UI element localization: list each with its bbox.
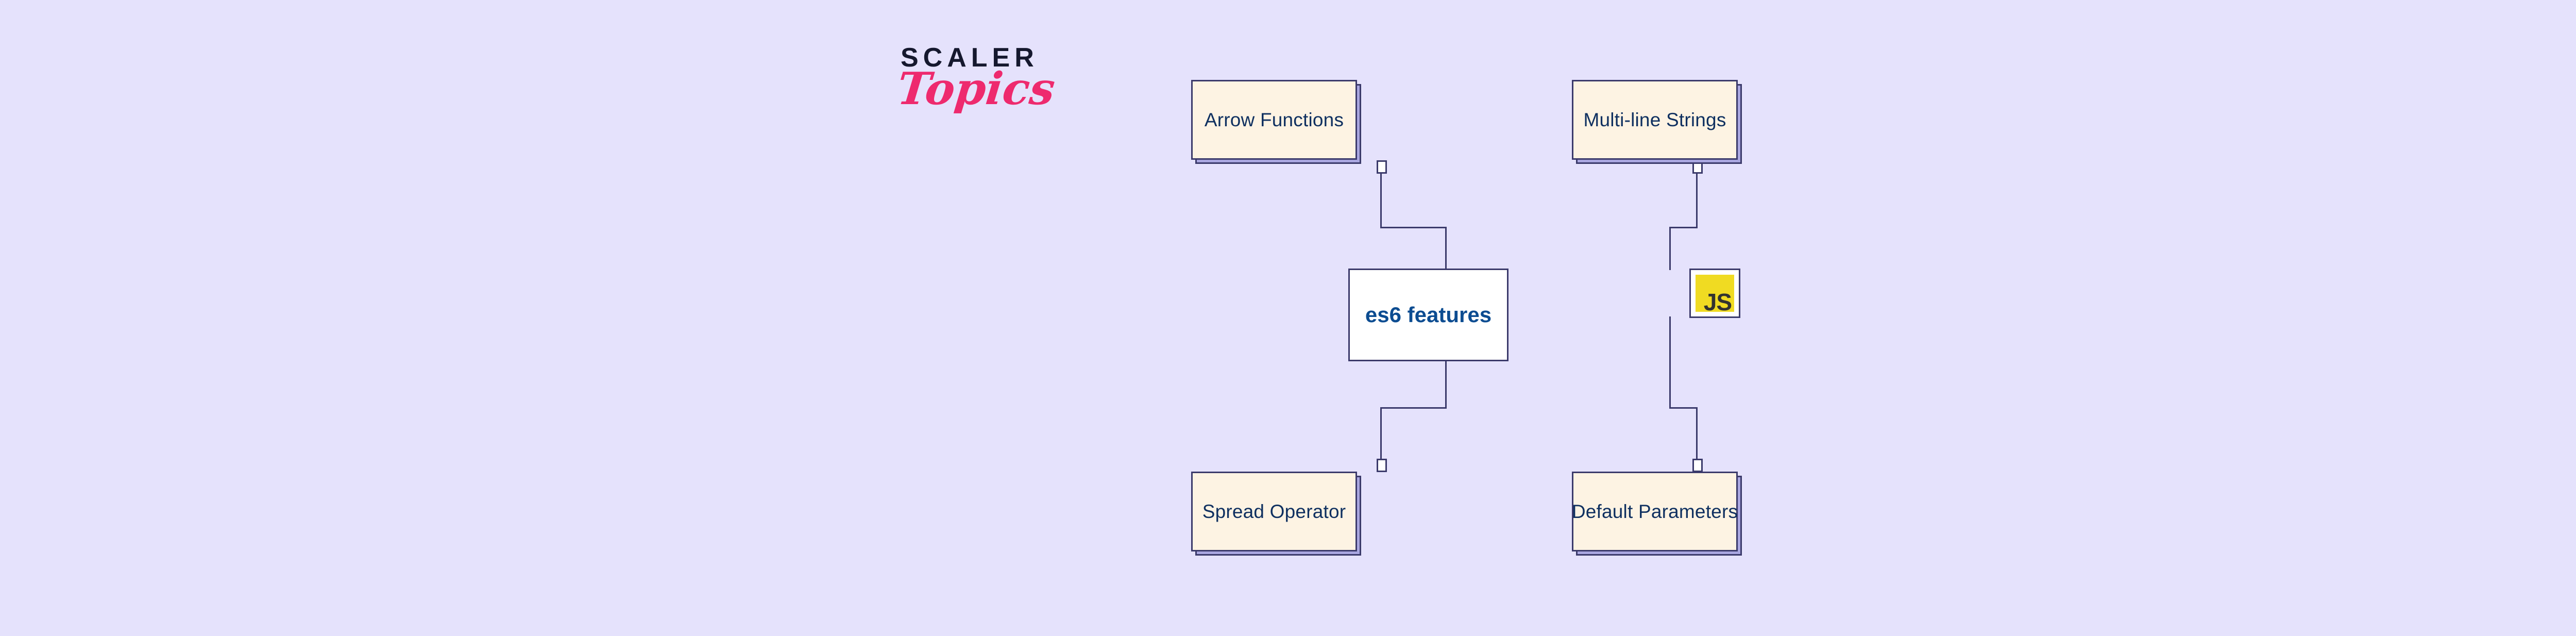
connector-arrow-functions-h bbox=[1380, 227, 1447, 228]
connector-default-parameters-v1 bbox=[1669, 316, 1671, 407]
connector-default-parameters-h bbox=[1669, 407, 1698, 409]
node-face: Arrow Functions bbox=[1191, 80, 1357, 160]
connector-stub-arrow-functions bbox=[1377, 160, 1387, 174]
node-face: Spread Operator bbox=[1191, 472, 1357, 551]
javascript-logo-label: JS bbox=[1703, 289, 1732, 315]
scaler-topics-logo: SCALER Topics bbox=[895, 40, 1058, 130]
node-label: Spread Operator bbox=[1202, 500, 1346, 522]
node-label: Multi-line Strings bbox=[1583, 109, 1726, 130]
node-multi-line-strings[interactable]: Multi-line Strings bbox=[1572, 80, 1742, 164]
node-label: Arrow Functions bbox=[1204, 109, 1344, 130]
node-face: Multi-line Strings bbox=[1572, 80, 1738, 160]
node-face: JS bbox=[1689, 269, 1740, 318]
connector-spread-operator-v1 bbox=[1445, 360, 1447, 407]
logo-wordmark-topics: Topics bbox=[894, 63, 1058, 115]
javascript-icon: JS bbox=[1696, 275, 1734, 315]
connector-arrow-functions-v1 bbox=[1380, 173, 1382, 227]
connector-multi-line-strings-v2 bbox=[1669, 227, 1671, 270]
logo-wordmark-scaler: SCALER bbox=[901, 43, 1039, 73]
node-face: Default Parameters bbox=[1572, 472, 1738, 551]
javascript-logo-badge[interactable]: JS bbox=[1689, 269, 1740, 318]
connector-multi-line-strings-v1 bbox=[1696, 173, 1698, 227]
connector-stub-spread-operator bbox=[1377, 459, 1387, 472]
connector-stub-default-parameters bbox=[1692, 459, 1703, 472]
node-spread-operator[interactable]: Spread Operator bbox=[1191, 472, 1361, 556]
node-es6-features[interactable]: es6 features bbox=[1348, 269, 1509, 361]
node-default-parameters[interactable]: Default Parameters bbox=[1572, 472, 1742, 556]
node-arrow-functions[interactable]: Arrow Functions bbox=[1191, 80, 1361, 164]
connector-default-parameters-v2 bbox=[1696, 407, 1698, 460]
node-label: Default Parameters bbox=[1571, 500, 1738, 522]
connector-multi-line-strings-h bbox=[1669, 227, 1698, 228]
connector-spread-operator-v2 bbox=[1380, 407, 1382, 460]
connector-spread-operator-h bbox=[1380, 407, 1447, 409]
node-face: es6 features bbox=[1348, 269, 1509, 361]
connector-arrow-functions-v2 bbox=[1445, 227, 1447, 270]
center-node-label: es6 features bbox=[1365, 303, 1492, 327]
